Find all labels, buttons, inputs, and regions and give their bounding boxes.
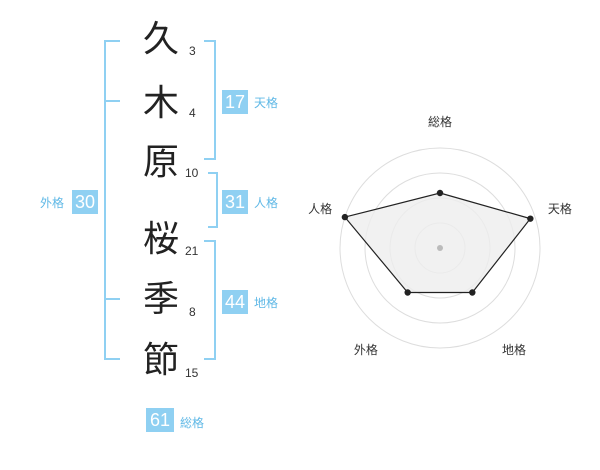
- radar-axis-label-3: 地格: [502, 342, 526, 357]
- radar-point-2: [527, 215, 534, 222]
- radar-axis-label-4: 外格: [354, 342, 378, 357]
- tenkaku-value: 17: [222, 90, 248, 114]
- name-char-3: 原: [142, 142, 179, 183]
- stroke-count-2: 4: [189, 106, 196, 120]
- jinkaku-label: 人格: [254, 196, 279, 210]
- soukaku-value: 61: [146, 408, 174, 432]
- name-char-6: 節: [142, 340, 179, 381]
- name-char-5: 季: [142, 279, 179, 320]
- gaikaku-label: 外格: [40, 196, 65, 210]
- stroke-count-1: 3: [189, 44, 196, 58]
- name-char-1: 久: [142, 19, 179, 60]
- radar-axis-label-5: 人格: [308, 201, 332, 216]
- tenkaku-bracket: [204, 40, 216, 160]
- tenkaku-label: 天格: [254, 96, 279, 110]
- stroke-count-6: 15: [185, 366, 199, 380]
- radar-polygon: [343, 192, 532, 294]
- stroke-count-5: 8: [189, 305, 196, 319]
- name-char-4: 桜: [142, 219, 179, 260]
- chikaku-bracket: [204, 240, 216, 360]
- name-char-2: 木: [142, 83, 179, 124]
- gaikaku-bracket: [104, 40, 120, 360]
- soukaku-label: 総格: [180, 416, 205, 430]
- radar-point-1: [436, 189, 444, 197]
- jinkaku-value: 31: [222, 190, 248, 214]
- radar-axis-label-2: 天格: [548, 201, 572, 216]
- radar-point-5: [341, 213, 349, 221]
- radar-ring-4: [339, 147, 541, 349]
- radar-ring-3: [364, 172, 516, 324]
- radar-center-dot: [437, 245, 443, 251]
- radar-axis-label-1: 総格: [428, 114, 452, 129]
- radar-point-3: [469, 289, 476, 296]
- stroke-count-4: 21: [185, 244, 199, 258]
- chikaku-label: 地格: [254, 296, 279, 310]
- gaikaku-value: 30: [72, 190, 98, 214]
- gaikaku-tick-1: [104, 100, 120, 102]
- jinkaku-bracket: [208, 172, 218, 228]
- radar-point-4: [404, 289, 411, 296]
- chikaku-value: 44: [222, 290, 248, 314]
- stroke-count-3: 10: [185, 166, 199, 180]
- gaikaku-tick-2: [104, 298, 120, 300]
